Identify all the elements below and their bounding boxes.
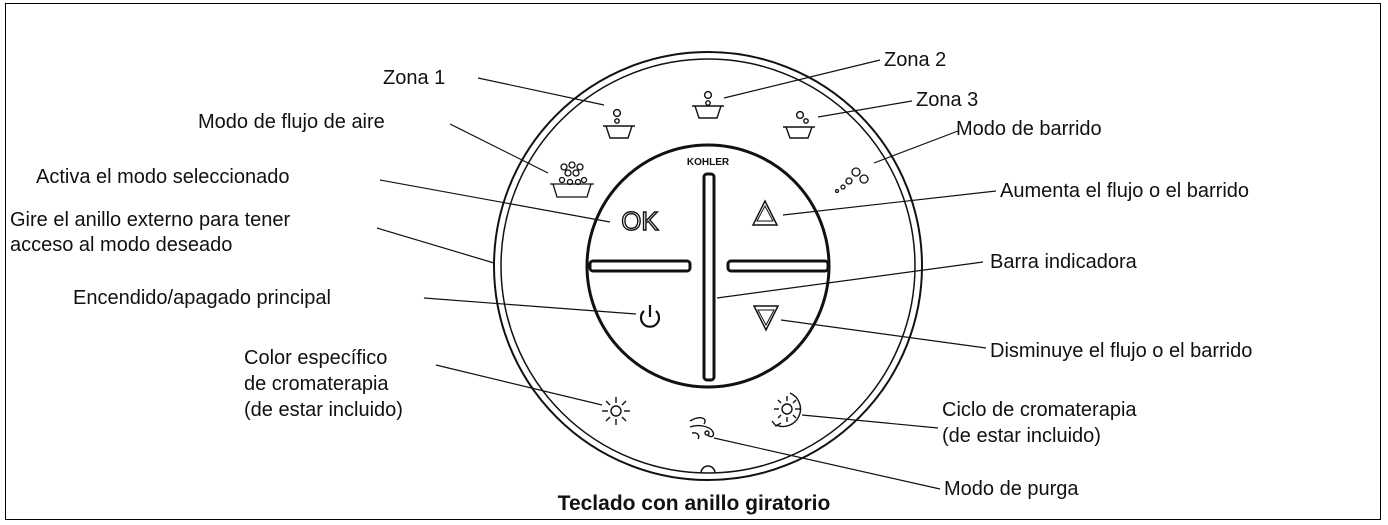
indicator-bar-right	[726, 259, 830, 273]
indicator-bar-vertical	[702, 172, 716, 382]
leader-aumenta	[782, 190, 997, 216]
label-modo-barrido: Modo de barrido	[956, 118, 1102, 140]
label-color-3: (de estar incluido)	[244, 399, 403, 421]
label-zona3: Zona 3	[916, 89, 979, 111]
label-purga: Modo de purga	[944, 478, 1079, 500]
label-gire-1: Gire el anillo externo para tener	[10, 209, 291, 231]
zone3-icon[interactable]	[783, 110, 815, 139]
label-disminuye: Disminuye el flujo o el barrido	[990, 340, 1253, 362]
airflow-mode-icon[interactable]	[550, 161, 594, 198]
diagram-caption: Teclado con anillo giratorio	[557, 492, 831, 515]
outer-ring-inner-edge	[500, 58, 916, 474]
leader-color	[435, 364, 603, 406]
label-ciclo-2: (de estar incluido)	[942, 425, 1101, 447]
label-zona1: Zona 1	[383, 67, 446, 89]
leader-encendido	[423, 297, 637, 315]
power-icon[interactable]	[639, 305, 661, 328]
leader-ciclo	[801, 414, 939, 429]
label-aumenta: Aumenta el flujo o el barrido	[1000, 180, 1250, 202]
leader-zona1	[477, 77, 605, 106]
zone2-icon[interactable]	[692, 90, 724, 119]
indicator-bar-left	[588, 259, 692, 273]
leader-barra	[716, 261, 984, 299]
chromatherapy-cycle-icon[interactable]	[771, 392, 802, 428]
increase-arrow-icon[interactable]	[751, 199, 779, 226]
leader-modo-aire	[449, 123, 549, 174]
zone1-icon[interactable]	[603, 108, 635, 139]
sweep-mode-icon[interactable]	[834, 167, 869, 194]
leader-activa	[379, 179, 611, 223]
ring-notch	[700, 465, 716, 474]
leader-zona2	[723, 59, 881, 99]
label-ciclo-1: Ciclo de cromaterapia	[942, 399, 1137, 421]
purge-mode-icon[interactable]	[689, 417, 715, 440]
label-barra: Barra indicadora	[990, 251, 1137, 273]
brand-logo: KOHLER	[687, 157, 730, 168]
label-encendido: Encendido/apagado principal	[73, 287, 331, 309]
label-color-2: de cromaterapia	[244, 373, 389, 395]
leader-modo-barrido	[873, 130, 959, 164]
outer-ring	[493, 51, 923, 481]
label-activa: Activa el modo seleccionado	[36, 166, 290, 188]
label-color-1: Color específico	[244, 347, 388, 369]
chromatherapy-color-icon[interactable]	[602, 397, 630, 425]
leader-gire	[376, 227, 495, 264]
diagram-frame	[5, 3, 1381, 520]
label-modo-aire: Modo de flujo de aire	[198, 111, 385, 133]
leader-zona3	[817, 100, 913, 118]
label-zona2: Zona 2	[884, 49, 947, 71]
leader-disminuye	[780, 319, 987, 349]
ok-button[interactable]: OK	[621, 205, 661, 236]
decrease-arrow-icon[interactable]	[752, 305, 780, 332]
leader-purga	[713, 437, 941, 490]
label-gire-2: acceso al modo deseado	[10, 234, 233, 256]
leader-lines	[376, 59, 997, 490]
